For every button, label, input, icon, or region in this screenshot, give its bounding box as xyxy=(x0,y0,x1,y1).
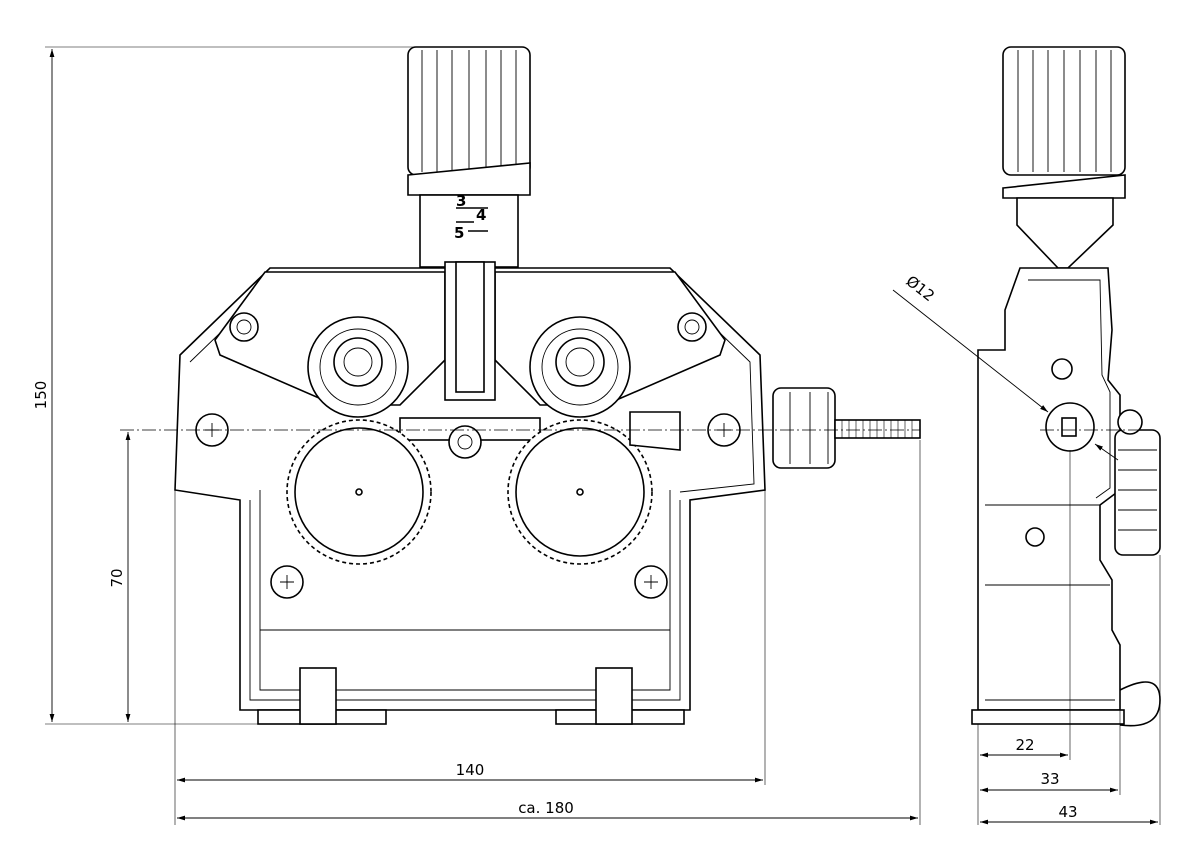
dim-side-total: 43 xyxy=(1058,803,1077,821)
upper-rollers xyxy=(307,316,631,418)
side-view xyxy=(971,46,1161,727)
front-dimensions: 150 70 140 ca. 180 xyxy=(32,46,921,825)
dim-width-body: 140 xyxy=(456,761,485,779)
pressure-knob xyxy=(407,46,531,268)
scale-mark-4: 4 xyxy=(476,206,486,224)
scale-mark-5: 5 xyxy=(454,224,464,242)
drive-gears xyxy=(286,419,653,565)
adjustment-screw xyxy=(629,387,921,469)
scale-mark-3: 3 xyxy=(456,192,466,210)
pressure-arms xyxy=(214,261,726,406)
dim-width-overall: ca. 180 xyxy=(518,799,574,817)
pressure-scale: 3 4 5 xyxy=(454,192,488,242)
arm-pivot-screws xyxy=(229,312,707,342)
dim-diameter: Ø12 xyxy=(903,272,938,305)
side-dimensions: Ø12 22 33 43 xyxy=(892,272,1161,825)
dim-side-axis: 22 xyxy=(1015,736,1034,754)
side-knob xyxy=(1002,46,1126,269)
dim-height-total: 150 xyxy=(32,381,50,410)
side-body xyxy=(971,267,1161,727)
front-view: 3 4 5 xyxy=(120,46,921,725)
dim-height-axis: 70 xyxy=(108,568,126,587)
dim-side-mid: 33 xyxy=(1040,770,1059,788)
wire-guide xyxy=(399,417,541,459)
